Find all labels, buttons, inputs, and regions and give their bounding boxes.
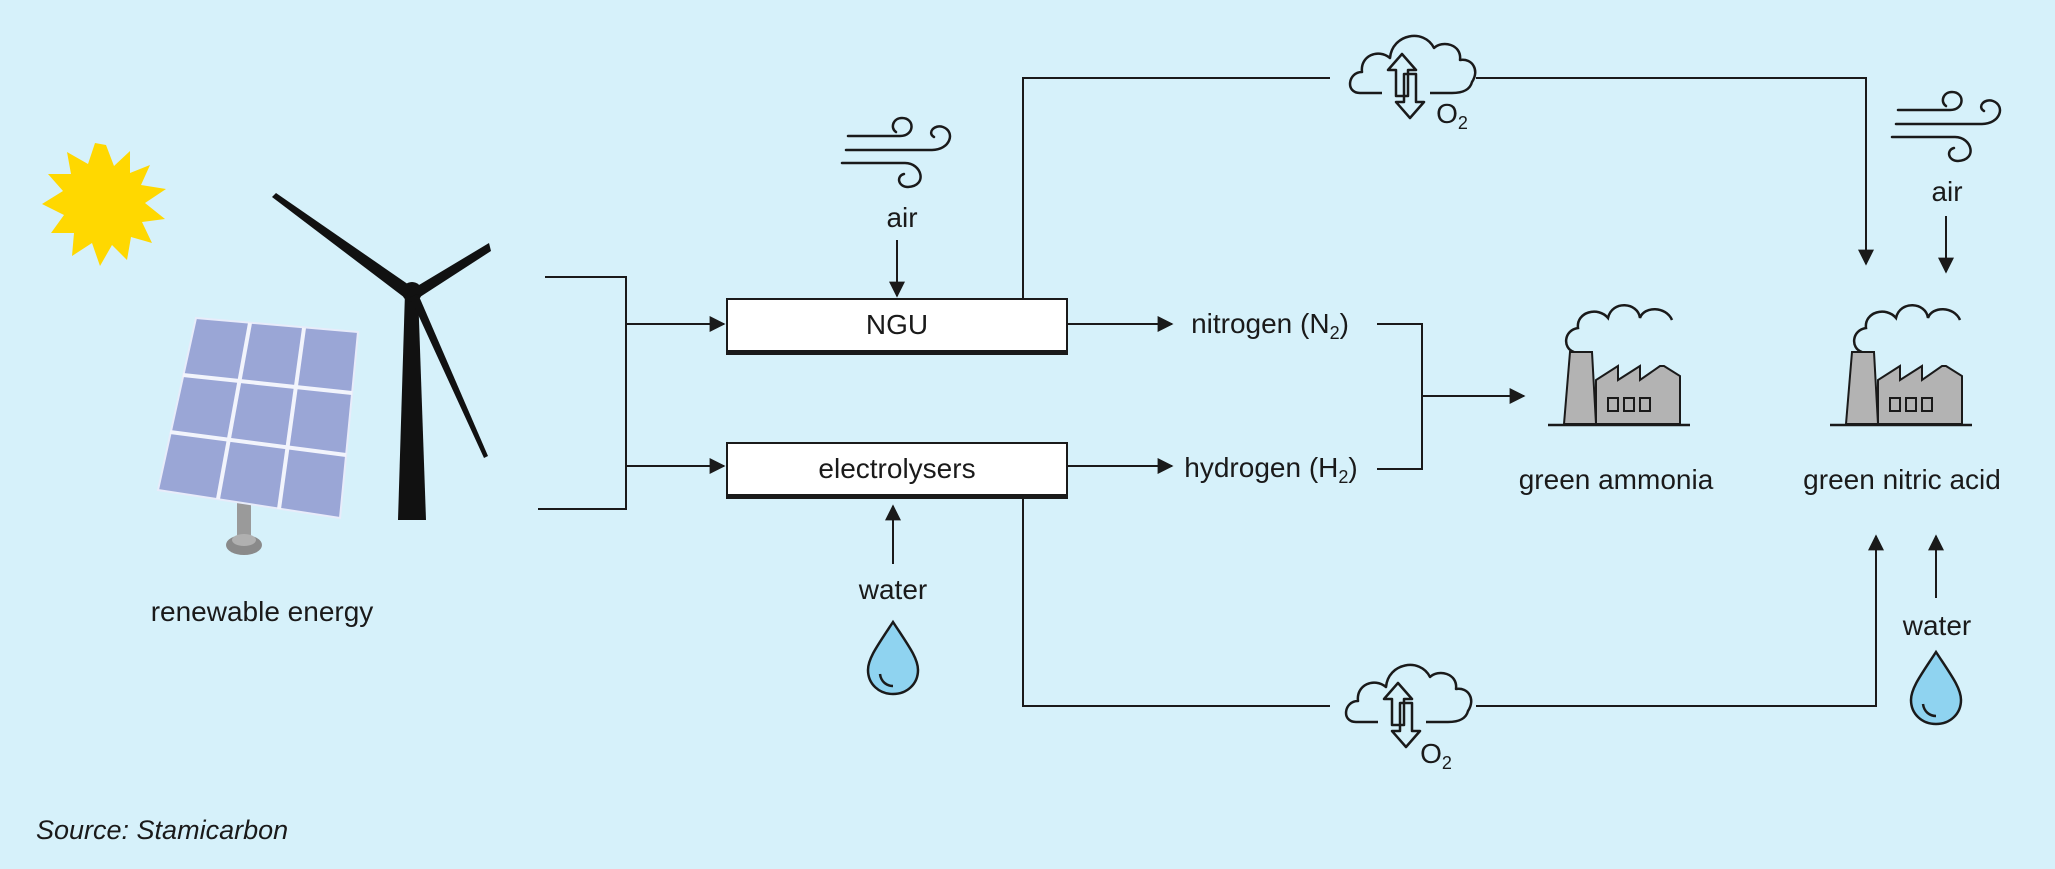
hydrogen-text: hydrogen (H bbox=[1184, 452, 1339, 483]
hydrogen-label: hydrogen (H2) bbox=[1184, 452, 1358, 487]
factory-icon-nitric bbox=[1830, 304, 1972, 427]
oxygen-label-bottom: O2 bbox=[1420, 738, 1452, 773]
air-label-right: air bbox=[1931, 176, 1963, 207]
nitrogen-subscript: 2 bbox=[1329, 323, 1340, 343]
renewable-energy-label: renewable energy bbox=[150, 596, 374, 627]
solar-panel-icon bbox=[156, 316, 360, 555]
oxygen-label-top: O2 bbox=[1436, 98, 1468, 133]
ngu-label: NGU bbox=[865, 309, 929, 340]
cloud-exchange-icon-top bbox=[1348, 34, 1477, 120]
oxygen-bottom-text: O bbox=[1420, 738, 1442, 769]
output-arrows bbox=[1068, 316, 1526, 474]
electrolysers-label: electrolysers bbox=[818, 453, 976, 484]
oxygen-bottom-subscript: 2 bbox=[1441, 753, 1452, 773]
energy-bracket bbox=[538, 276, 726, 510]
oxygen-top-subscript: 2 bbox=[1457, 113, 1468, 133]
wind-turbine-icon bbox=[272, 193, 491, 520]
cloud-exchange-icon-bottom bbox=[1344, 663, 1473, 749]
source-caption: Source: Stamicarbon bbox=[36, 815, 289, 845]
water-drop-icon-right bbox=[1909, 649, 1963, 726]
hydrogen-subscript: 2 bbox=[1338, 467, 1349, 487]
ngu-box: NGU bbox=[726, 298, 1068, 352]
air-label-left: air bbox=[886, 202, 918, 233]
water-label-left: water bbox=[858, 574, 928, 605]
oxygen-flow-lines bbox=[1022, 77, 1884, 707]
input-arrows bbox=[885, 216, 1954, 598]
nitrogen-close: ) bbox=[1339, 308, 1349, 339]
water-drop-icon-left bbox=[866, 619, 920, 696]
sun-icon bbox=[42, 143, 166, 266]
green-ammonia-label: green ammonia bbox=[1518, 464, 1714, 495]
electrolysers-box: electrolysers bbox=[726, 442, 1068, 496]
nitrogen-label: nitrogen (N2) bbox=[1191, 308, 1349, 343]
wind-icon-right bbox=[1890, 90, 2002, 163]
green-nitric-acid-label: green nitric acid bbox=[1803, 464, 2001, 495]
oxygen-top-text: O bbox=[1436, 98, 1458, 129]
nitrogen-text: nitrogen (N bbox=[1191, 308, 1330, 339]
factory-icon-ammonia bbox=[1548, 304, 1690, 427]
hydrogen-close: ) bbox=[1348, 452, 1358, 483]
water-label-right: water bbox=[1902, 610, 1972, 641]
wind-icon-left bbox=[840, 116, 952, 189]
